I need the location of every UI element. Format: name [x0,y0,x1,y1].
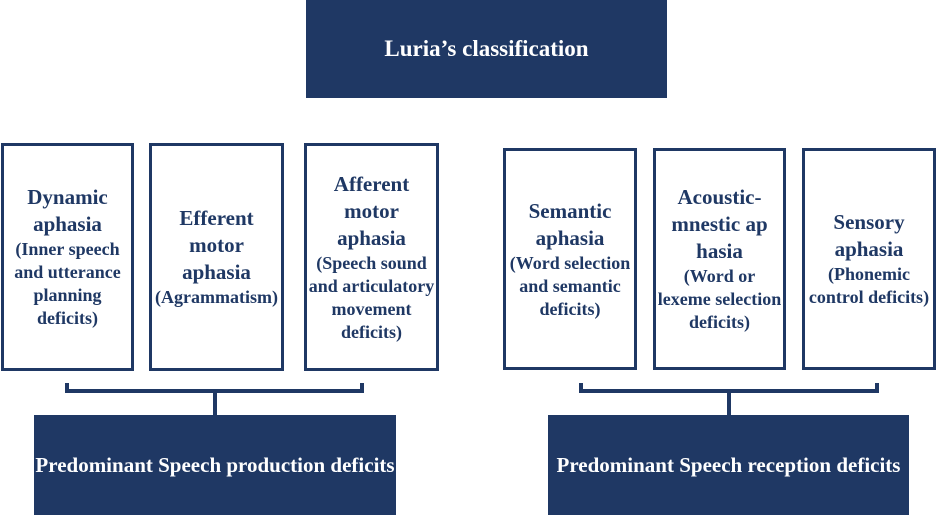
group-label-text: Predominant Speech reception deficits [556,452,901,477]
card-name: Semantic aphasia [528,198,612,250]
group-label-production: Predominant Speech production deficits [34,415,396,515]
card-description: (Word selection and semantic deficits) [509,252,631,319]
card-description: (Agrammatism) [155,287,278,307]
card-semantic-aphasia: Semantic aphasia (Word selection and sem… [503,148,637,370]
card-sensory-aphasia: Sensory aphasia (Phonemic control defici… [802,148,936,370]
card-description: (Word or lexeme selection deficits) [657,266,782,332]
diagram-title-text: Luria’s classification [384,36,589,61]
bracket-production [65,383,364,393]
card-name: Efferent motor aphasia [179,206,254,284]
group-label-text: Predominant Speech production deficits [35,452,395,477]
card-description: (Inner speech and utterance planning def… [14,239,121,328]
diagram-title: Luria’s classification [306,0,667,98]
group-label-reception: Predominant Speech reception deficits [548,415,909,515]
card-name: Afferent motor aphasia [333,171,410,250]
card-name: Sensory aphasia [833,210,905,261]
card-efferent-motor-aphasia: Efferent motor aphasia (Agrammatism) [149,143,284,371]
card-name: Dynamic aphasia [27,185,108,236]
card-acoustic-mnestic-aphasia: Acoustic-mnestic aphasia (Word or lexeme… [653,148,786,370]
card-dynamic-aphasia: Dynamic aphasia (Inner speech and uttera… [1,143,134,371]
card-name: Acoustic-mnestic aphasia [671,185,768,263]
bracket-reception [579,383,879,393]
card-description: (Phonemic control deficits) [808,264,930,307]
card-afferent-motor-aphasia: Afferent motor aphasia (Speech sound and… [304,143,439,371]
card-description: (Speech sound and articulatory movement … [308,252,435,342]
